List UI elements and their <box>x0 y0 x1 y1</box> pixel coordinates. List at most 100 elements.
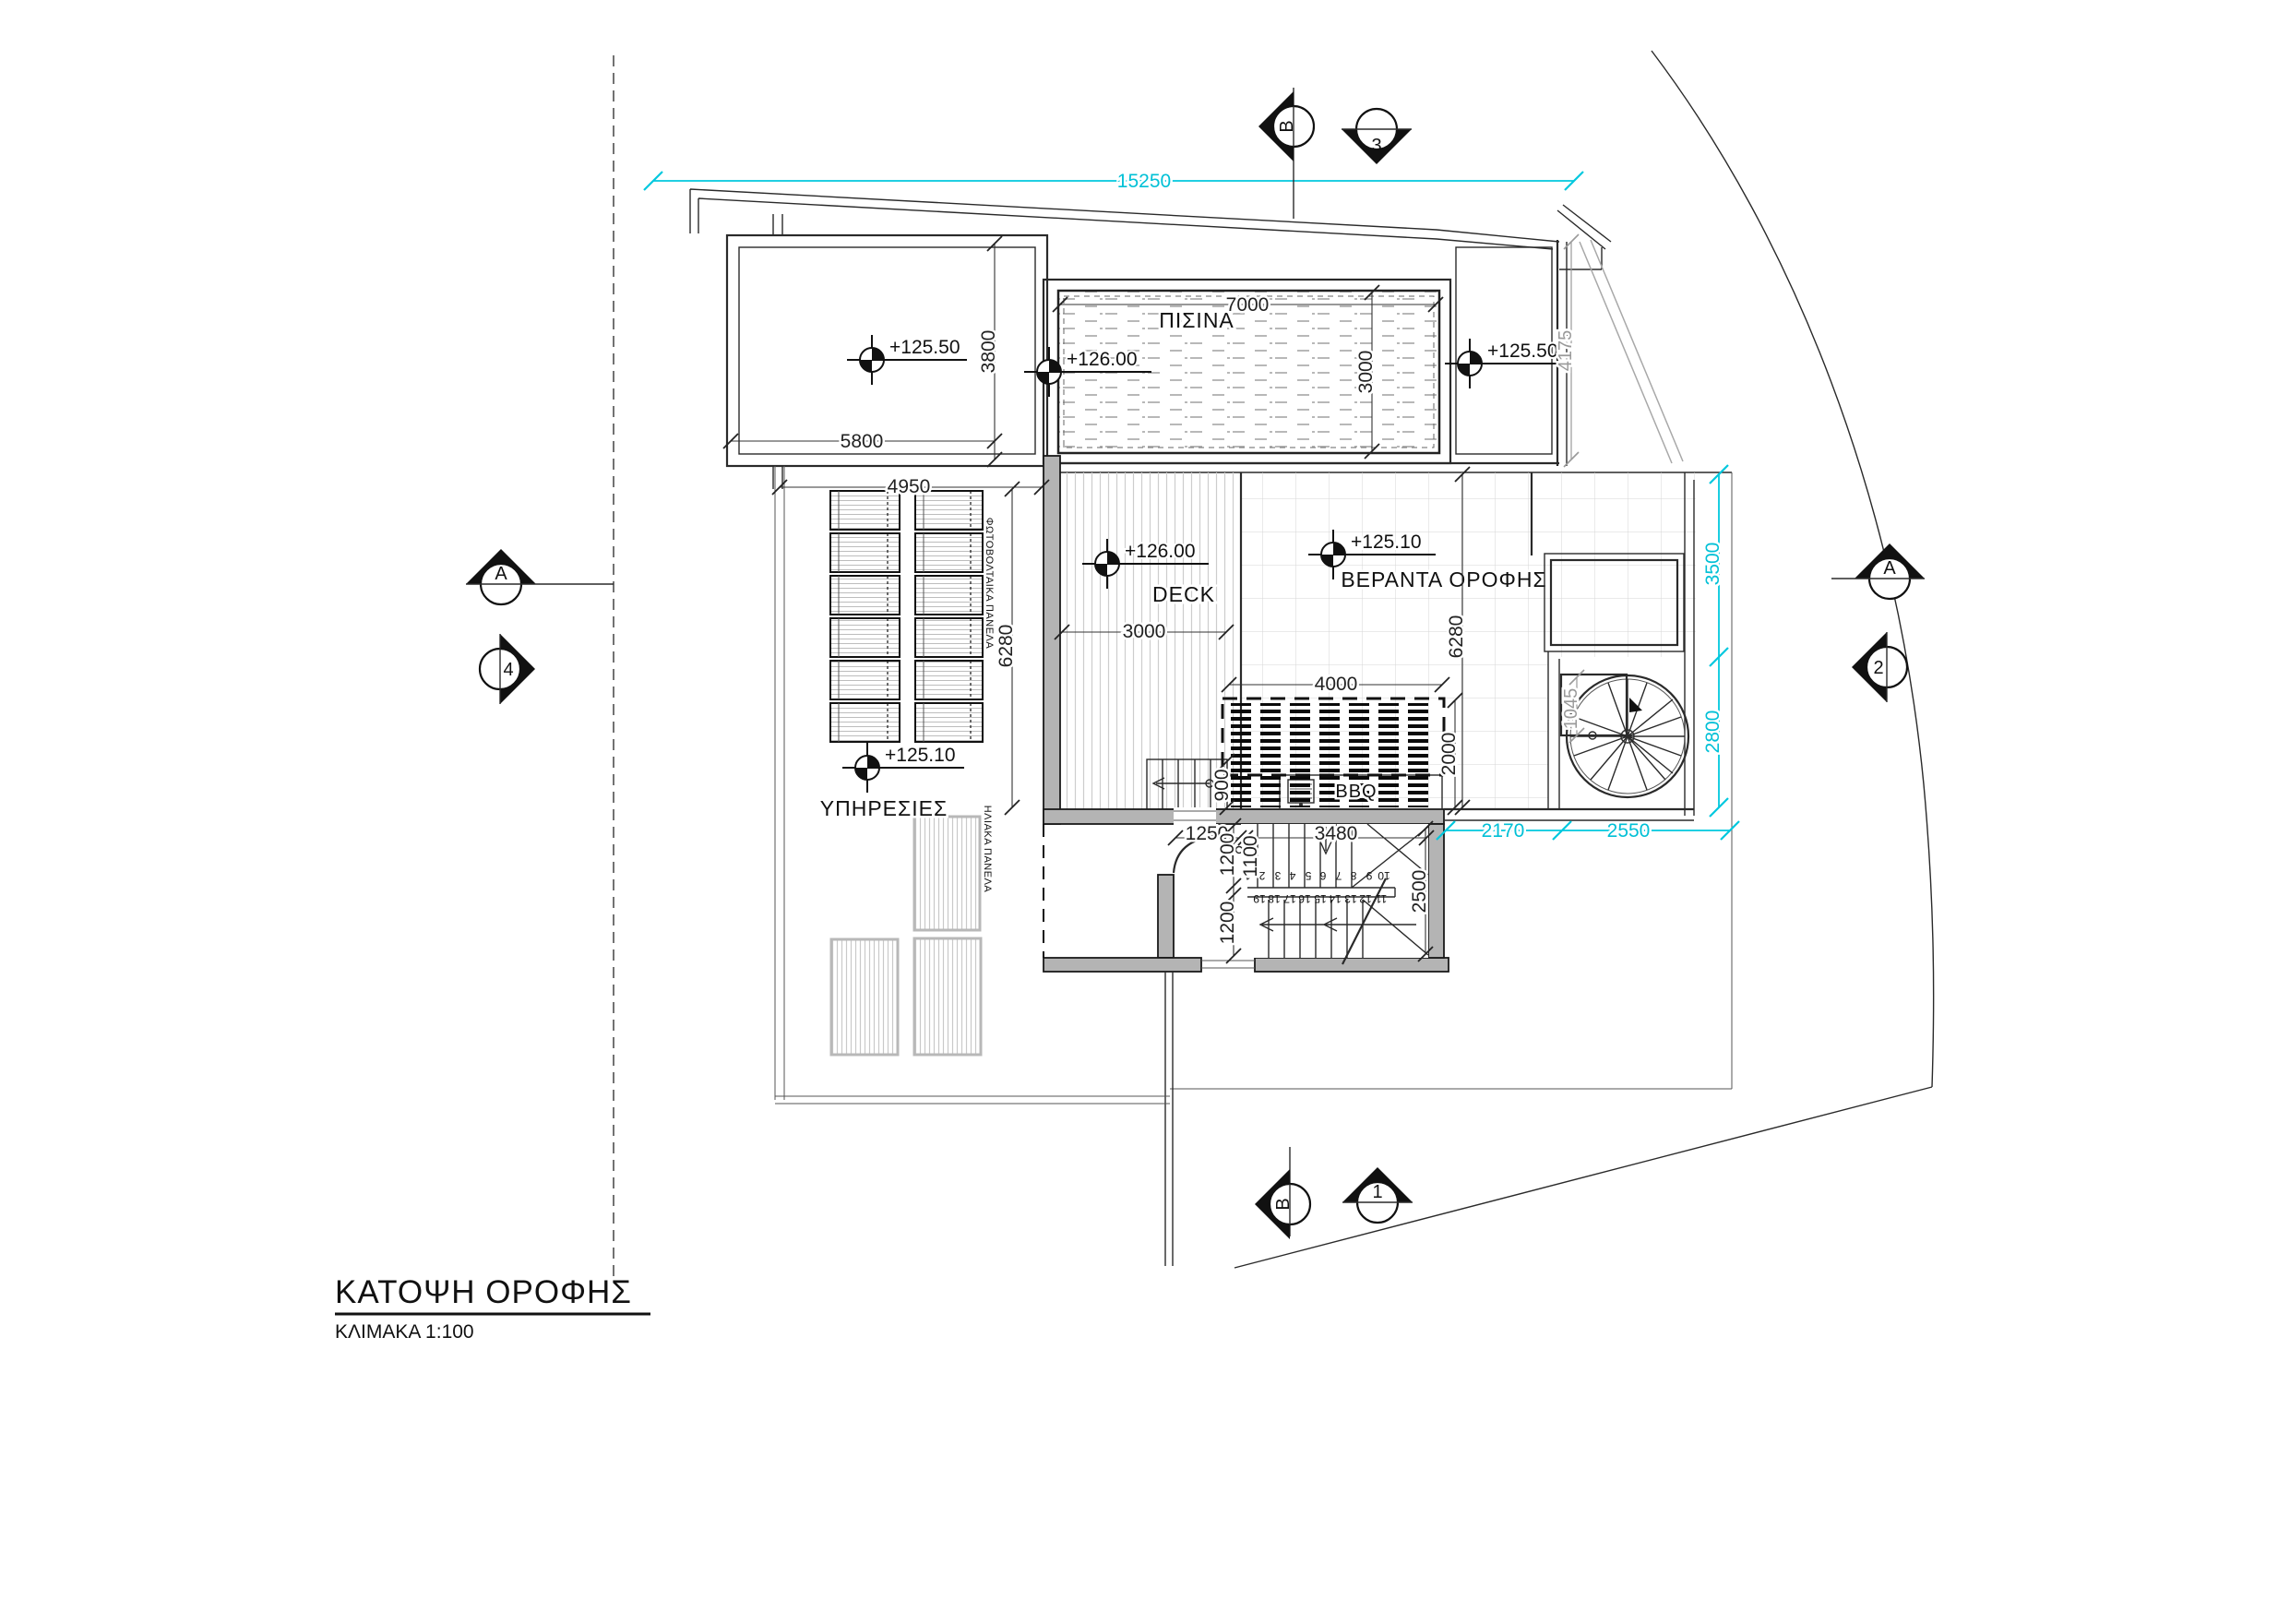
pv-panel-array <box>829 490 984 743</box>
bbq-label: BBQ <box>1335 782 1377 802</box>
site-boundary-curve <box>1651 50 1935 1088</box>
svg-text:900: 900 <box>1211 769 1233 801</box>
section-marker-a-left: A <box>466 549 614 606</box>
stair-tread-numbers: 1 2 3 4 5 6 7 8 9 10 11 12 13 14 15 16 1… <box>1244 869 1390 905</box>
svg-text:3000: 3000 <box>1355 351 1377 394</box>
dim-veranda-right: 3500 2800 <box>1700 464 1729 818</box>
level-benchmarks: +125.50 +126.00 +125.50 +126.00 +125.10 … <box>841 334 1568 794</box>
svg-text:7: 7 <box>1335 869 1342 882</box>
dim-deck-width: 3000 <box>1054 619 1234 645</box>
section-marker-1-bottom: 1 <box>1342 1167 1413 1224</box>
svg-text:15250: 15250 <box>1117 171 1171 192</box>
svg-text:6: 6 <box>1319 869 1326 882</box>
spiral-landing <box>1559 673 1628 737</box>
section-marker-b-top: B <box>1258 88 1316 219</box>
dim-bbq-depth: 2000 <box>1437 692 1463 816</box>
svg-text:+126.00: +126.00 <box>1125 541 1196 562</box>
svg-text:19: 19 <box>1253 892 1266 905</box>
services-label: ΥΠΗΡΕΣΙΕΣ <box>820 796 948 820</box>
site-boundary-diagonal <box>1234 1086 1933 1269</box>
dim-bottom-segments: 2170 2550 <box>1436 818 1740 844</box>
svg-text:5800: 5800 <box>841 431 884 452</box>
section-marker-a-right: A <box>1831 543 1925 601</box>
dim-stair-width: 2500 <box>1407 820 1434 962</box>
right-roof-section <box>1455 246 1553 455</box>
svg-text:4000: 4000 <box>1315 674 1358 695</box>
door-opening <box>1174 807 1216 826</box>
svg-text:4950: 4950 <box>888 476 931 497</box>
dim-spiral-landing-gray: 1045 <box>1559 669 1585 744</box>
svg-text:2170: 2170 <box>1482 820 1525 842</box>
svg-text:2: 2 <box>1873 658 1883 678</box>
roof-eave-outline <box>689 188 1684 464</box>
svg-text:3: 3 <box>1371 136 1381 156</box>
svg-text:3500: 3500 <box>1702 543 1723 586</box>
svg-text:2500: 2500 <box>1409 870 1430 914</box>
section-marker-4-left: 4 <box>478 634 535 704</box>
svg-text:+126.00: +126.00 <box>1067 349 1138 370</box>
dim-bbq-length: 4000 <box>1221 672 1450 698</box>
dim-roof-depth: 3800 <box>976 235 1003 468</box>
solar-panel-unit <box>912 815 982 932</box>
svg-text:16: 16 <box>1298 892 1311 905</box>
svg-text:1200: 1200 <box>1217 833 1238 877</box>
pool-label: ΠΙΣΙΝΑ <box>1159 308 1234 332</box>
section-marker-2-right: 2 <box>1852 632 1909 702</box>
dim-pool-width: 3000 <box>1354 284 1380 460</box>
svg-text:+125.50: +125.50 <box>1487 340 1558 362</box>
svg-text:7000: 7000 <box>1226 294 1270 316</box>
spiral-staircase <box>1559 673 1690 799</box>
svg-text:6280: 6280 <box>996 625 1017 668</box>
svg-text:1250: 1250 <box>1186 823 1229 844</box>
wall-stub-below <box>1164 972 1174 1266</box>
sloped-roof-lines <box>1579 239 1684 464</box>
svg-text:3: 3 <box>1274 869 1281 882</box>
parapet-walls <box>1043 455 1449 1266</box>
svg-text:+125.10: +125.10 <box>885 745 956 766</box>
svg-text:A: A <box>1883 558 1896 579</box>
svg-text:4175: 4175 <box>1556 330 1576 372</box>
svg-text:B: B <box>1277 120 1297 132</box>
svg-text:4: 4 <box>1289 869 1295 882</box>
dim-stair-flights: 1200 1100 1200 <box>1215 818 1264 964</box>
svg-text:1: 1 <box>1372 1182 1382 1202</box>
drawing-scale: ΚΛΙΜΑΚΑ 1:100 <box>335 1321 474 1343</box>
benchmark-pool: +126.00 <box>1023 346 1151 398</box>
deck-planks <box>1060 472 1241 809</box>
svg-text:11: 11 <box>1375 892 1387 905</box>
spiral-direction-arrow <box>1629 698 1642 712</box>
svg-text:4: 4 <box>503 660 513 680</box>
dimensions-black: 3800 5800 4950 7000 3000 6280 6280 3000 … <box>722 233 1585 964</box>
svg-text:1045: 1045 <box>1561 688 1581 730</box>
dim-deck-depth-right: 6280 <box>1444 466 1471 816</box>
svg-text:2: 2 <box>1258 869 1265 882</box>
section-marker-3-top: 3 <box>1342 107 1412 164</box>
right-structures <box>1444 472 1696 821</box>
svg-text:17: 17 <box>1283 892 1296 905</box>
section-marker-b-bottom: B <box>1255 1147 1312 1239</box>
door-swing <box>1172 834 1217 874</box>
spiral-post <box>1620 729 1635 744</box>
dim-roof-width: 5800 <box>722 429 1003 455</box>
section-markers: B 3 A 4 A 2 <box>466 88 1925 1239</box>
svg-text:15: 15 <box>1314 892 1327 905</box>
svg-text:14: 14 <box>1329 892 1342 905</box>
svg-text:18: 18 <box>1268 892 1281 905</box>
dim-right-roof-gray: 4175 <box>1554 233 1580 468</box>
bbq-pergola: BBQ <box>1221 697 1446 810</box>
dim-pool-length: 7000 <box>1052 293 1444 318</box>
svg-text:+125.10: +125.10 <box>1351 531 1422 553</box>
svg-text:2000: 2000 <box>1438 733 1460 776</box>
dim-stair-length: 3480 <box>1237 821 1435 847</box>
dim-deck-stair: 900 <box>1210 753 1235 816</box>
svg-text:1100: 1100 <box>1240 835 1261 877</box>
dim-deck-depth-left: 6280 <box>994 481 1020 816</box>
svg-text:13: 13 <box>1344 892 1357 905</box>
benchmark-veranda: +125.10 <box>1307 529 1436 580</box>
dimensions-cyan: 15250 3500 2800 2170 2550 <box>643 169 1740 844</box>
svg-text:2800: 2800 <box>1702 710 1723 754</box>
svg-text:3800: 3800 <box>978 330 999 374</box>
svg-text:8: 8 <box>1350 869 1356 882</box>
pergola-dashed-outline <box>1221 697 1446 777</box>
